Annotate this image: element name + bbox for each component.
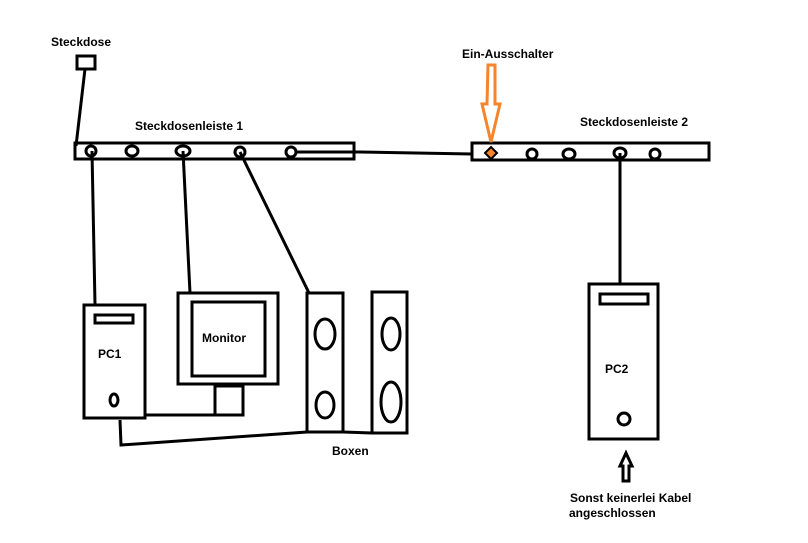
strip2-outlet-2 xyxy=(561,147,577,161)
strip1-outlet-4 xyxy=(233,145,247,159)
label-pc1: PC1 xyxy=(98,347,122,361)
note-arrow-icon xyxy=(617,449,635,483)
label-monitor: Monitor xyxy=(202,331,246,345)
power-strip-2 xyxy=(470,141,711,162)
pc1-power-button xyxy=(108,392,120,408)
cable-pc1-speaker xyxy=(118,419,308,447)
speaker-right-driver-top xyxy=(380,316,402,352)
monitor-stand xyxy=(213,384,245,417)
pc1-case xyxy=(82,303,147,420)
cable-strip1-to-strip2 xyxy=(296,150,473,156)
label-steckdose: Steckdose xyxy=(51,35,111,49)
note-line-1: Sonst keinerlei Kabel xyxy=(570,491,691,505)
switch-arrow-icon xyxy=(480,63,502,143)
cable-speaker-speaker xyxy=(342,430,373,435)
label-boxen: Boxen xyxy=(332,444,369,458)
wall-socket xyxy=(75,54,97,71)
strip2-outlet-4 xyxy=(648,147,662,161)
label-strip1: Steckdosenleiste 1 xyxy=(135,119,243,133)
cable-pc1 xyxy=(90,150,97,306)
note-line-2: angeschlossen xyxy=(569,506,656,520)
speaker-left xyxy=(305,291,345,434)
strip1-outlet-2 xyxy=(124,144,140,158)
cable-speakers xyxy=(238,151,311,294)
monitor-screen xyxy=(190,300,267,378)
cable-monitor xyxy=(181,150,192,294)
strip1-outlet-5 xyxy=(284,145,298,159)
speaker-right-driver-bottom xyxy=(379,380,403,424)
strip2-outlet-1 xyxy=(525,147,539,161)
label-pc2: PC2 xyxy=(605,362,629,376)
speaker-left-driver-bottom xyxy=(314,390,336,420)
label-strip2: Steckdosenleiste 2 xyxy=(580,115,688,129)
speaker-left-driver-top xyxy=(313,317,337,351)
cable-socket-to-strip1 xyxy=(74,68,87,147)
pc2-case xyxy=(587,282,660,441)
pc1-drive-bay xyxy=(93,313,135,325)
label-switch: Ein-Ausschalter xyxy=(462,47,554,61)
on-off-switch-icon xyxy=(483,145,499,161)
pc2-power-button xyxy=(616,411,632,427)
pc2-drive-bay xyxy=(598,292,650,306)
monitor-frame xyxy=(176,291,280,386)
speaker-right xyxy=(370,290,409,435)
